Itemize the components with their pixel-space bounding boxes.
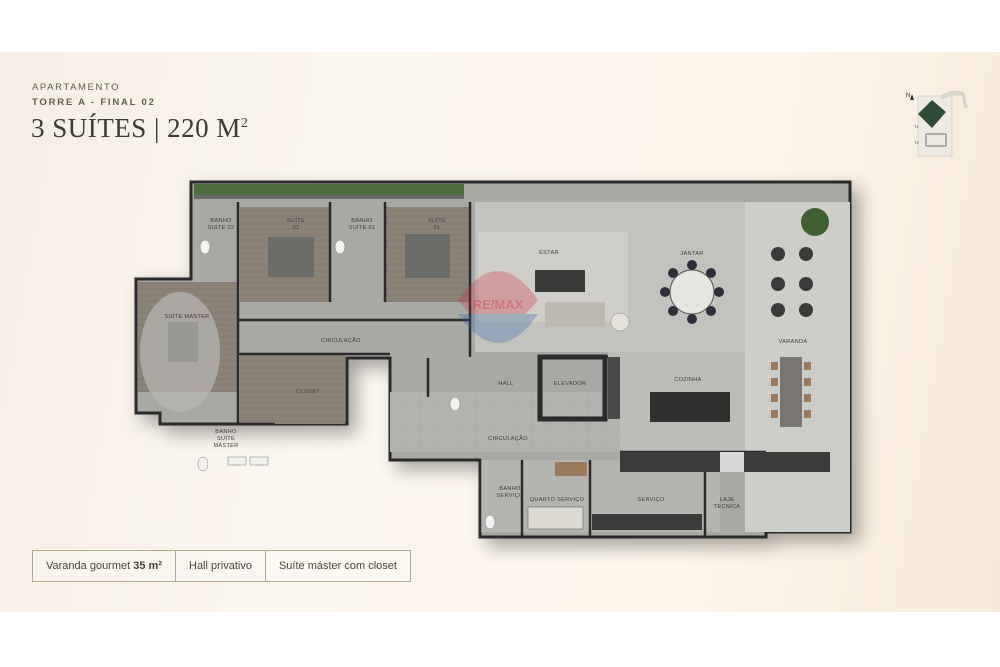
kitchen-counter [620,452,750,472]
room-label: VARANDA [779,339,808,345]
title-superscript: 2 [240,116,249,131]
room-label: SUÍTE [428,217,446,224]
side-table [610,312,630,332]
watermark-logo-icon [458,271,538,343]
master-rug [140,292,220,412]
varanda-tables [771,247,813,317]
tag-varanda-area: 35 m² [133,560,162,572]
feature-tags: Varanda gourmet 35 m² Hall privativo Suí… [32,550,411,582]
planter-strip [194,184,464,198]
category-label: APARTAMENTO [32,82,121,93]
service-shelf [555,462,587,476]
room-label: BANHO [215,429,237,435]
varanda-chairs [771,362,811,418]
suite-02-bed [268,237,314,277]
planter-edge [194,195,464,199]
site-key-tower-outline [925,133,947,147]
suite-01-bed [405,234,450,278]
floor-plan: RE/MAX BANHO SUÍTE 02 SUÍTE 02 BANHO SUÍ… [134,180,852,539]
room-label: 01 [434,225,441,231]
room-label: ESTAR [539,250,559,256]
room-label: SUÍTE 01 [349,224,376,231]
room-label: HALL [498,381,513,387]
room-label: BANHO [499,486,521,492]
room-label: BANHO [210,218,232,224]
room-label: QUARTO SERVIÇO [530,497,585,503]
elevator-shaft [537,354,608,422]
room-label: SERVIÇO [496,493,524,499]
room-label: TÉCNICA [714,503,741,510]
sofa [545,302,605,327]
t2-label: T2 [914,140,919,145]
room-label: CIRCULAÇÃO [321,337,361,344]
kitchen-island [650,392,730,422]
room-labels: BANHO SUÍTE 02 SUÍTE 02 BANHO SUÍTE 01 S… [165,217,808,510]
varanda-long-table [780,357,802,427]
tag-suite: Suíte máster com closet [278,560,397,572]
tower-label: TORRE A - FINAL 02 [32,97,156,108]
bathroom-fixtures [197,239,496,530]
t1-label: T1 [914,124,919,129]
site-key-highlight [918,100,946,128]
laundry-counter [592,514,702,530]
room-label: SUÍTE MÁSTER [165,313,210,320]
room-label: COZINHA [674,377,701,383]
tag-hall: Hall privativo [176,551,266,581]
fridge [720,452,744,472]
room-label: SUÍTE [217,435,235,442]
closet-floor [240,354,345,424]
room-label: SUÍTE 02 [208,224,235,231]
title-text: 3 SUÍTES | 220 M [31,113,241,143]
tag-varanda: Varanda gourmet 35 m² [33,551,176,581]
room-label: SERVIÇO [637,497,665,503]
page-title: 3 SUÍTES | 220 M2 [31,113,248,144]
watermark-text: RE/MAX [473,297,524,312]
circulation-floor [390,392,620,452]
room-label: CIRCULAÇÃO [488,435,528,442]
room-label: 02 [293,225,300,231]
room-label: ELEVADOR [554,381,586,387]
tag-varanda-label: Varanda gourmet [46,560,131,572]
room-label: SUÍTE [287,217,305,224]
elevator-column [608,357,620,419]
site-key-street [940,90,968,108]
plant-icon [801,208,829,236]
compass-key-icon: N T1 T2 [906,90,968,157]
room-label: BANHO [351,218,373,224]
tv-unit [535,270,585,292]
compass-north-label: N [906,93,910,99]
room-label: CLOSET [296,389,320,395]
room-label: JANTAR [680,251,703,257]
floorplan-card: APARTAMENTO TORRE A - FINAL 02 3 SUÍTES … [0,52,1000,612]
north-arrow-icon [910,94,914,100]
dining-table [669,269,715,315]
service-bed [527,506,584,530]
dining-chairs [660,260,724,324]
room-label: MÁSTER [213,442,238,449]
varanda-counter [750,452,830,472]
room-label: LAJE [720,497,735,503]
